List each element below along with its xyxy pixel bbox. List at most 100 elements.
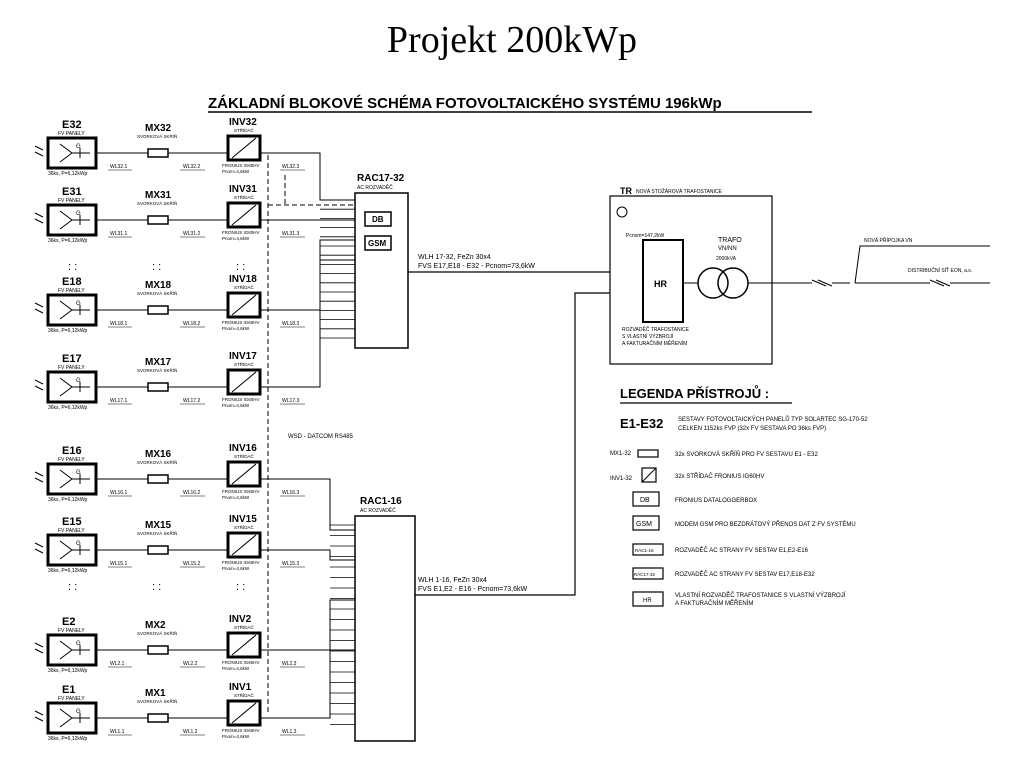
junction-box-icon [147, 474, 169, 484]
station-pcnom: Pcnom=147,2kW [626, 233, 664, 239]
mx-id: MX17 [145, 357, 172, 368]
legend-db-code: DB [640, 497, 650, 504]
trafo-voltage: VN/NN [718, 246, 737, 252]
panel-spec: 36ks, P=6,12kWp [48, 238, 88, 244]
wire-label-3: WL1.3 [282, 729, 297, 735]
tr-label: NOVÁ STOŽÁROVÁ TRAFOSTANICE [636, 187, 723, 195]
junction-box-icon [147, 713, 169, 723]
wire-label-2: WL32.2 [183, 164, 200, 170]
legend-rac2-code: RAC17-32 [634, 572, 656, 577]
mx-label: SVORKOVÁ SKŘÍŇ [137, 289, 177, 296]
wire-label-2: WL31.2 [183, 231, 200, 237]
wire-label-1: WL17.1 [110, 398, 127, 404]
sun-rays-icon [34, 379, 44, 391]
panel-id: E32 [62, 119, 82, 131]
inv-id: INV32 [229, 117, 257, 128]
trafo-label: TRAFO [718, 237, 742, 244]
inverter-icon [226, 368, 262, 396]
rac-lower-label: AC ROZVADĚČ [360, 506, 396, 514]
wire-label-1: WL15.1 [110, 561, 127, 567]
inv-label: STŘÍDAČ [234, 623, 255, 630]
inv-id: INV16 [229, 443, 257, 454]
wire-label-2: WL17.2 [183, 398, 200, 404]
legend-title: LEGENDA PŘÍSTROJŮ : [620, 385, 769, 401]
mx-id: MX31 [145, 190, 172, 201]
mx-id: MX16 [145, 449, 172, 460]
panel-spec: 36ks, P=6,12kWp [48, 328, 88, 334]
mx-label: SVORKOVÁ SKŘÍŇ [137, 199, 177, 206]
mx-label: SVORKOVÁ SKŘÍŇ [137, 132, 177, 139]
panel-spec: 36ks, P=6,12kWp [48, 668, 88, 674]
wire-label-2: WL15.2 [183, 561, 200, 567]
panel-id: E18 [62, 276, 82, 288]
hr-desc2: S VLASTNÍ VÝZBROJÍ [622, 333, 674, 340]
legend-rac1-code: RAC1-16 [635, 548, 654, 553]
rac-lower: RAC1-16 AC ROZVADĚČ [354, 496, 416, 742]
transformer-coil-left-icon [697, 267, 729, 299]
mx-id: MX15 [145, 520, 172, 531]
legend-mx-code: MX1-32 [610, 451, 632, 457]
legend-gsm-code: GSM [636, 521, 652, 528]
diagram-title: ZÁKLADNÍ BLOKOVÉ SCHÉMA FOTOVOLTAICKÉHO … [208, 95, 812, 113]
svg-text:G: G [76, 144, 81, 150]
rac-lower-name: RAC1-16 [360, 496, 402, 507]
panel-spec: 36ks, P=6,12kWp [48, 736, 88, 742]
wire-label-3: WL18.3 [282, 321, 299, 327]
mx-label: SVORKOVÁ SKŘÍŇ [137, 529, 177, 536]
inv-id: INV17 [229, 351, 257, 362]
mx-label: SVORKOVÁ SKŘÍŇ [137, 629, 177, 636]
mx-id: MX18 [145, 280, 172, 291]
wire-label-1: WL2.1 [110, 661, 125, 667]
mx-label: SVORKOVÁ SKŘÍŇ [137, 697, 177, 704]
svg-text:G: G [76, 378, 81, 384]
panel-label: FV PANELY [58, 696, 85, 702]
inv-spec1: FRONIUS IG60HV [222, 728, 260, 733]
feeder-upper-line2: FVS E17,E18 - E32 - Pcnom=73,6kW [418, 263, 535, 270]
inv-id: INV18 [229, 274, 257, 285]
datacom-label: WSD - DATCOM RS485 [288, 434, 354, 440]
junction-box-icon [147, 545, 169, 555]
transformer-station: TR NOVÁ STOŽÁROVÁ TRAFOSTANICE Pcnom=147… [609, 186, 773, 365]
feeder-upper-line1: WLH 17-32, FeZn 30x4 [418, 254, 491, 261]
panel-label: FV PANELY [58, 365, 85, 371]
wire-label-1: WL32.1 [110, 164, 127, 170]
inv-spec2: Pnom=4,6kW [222, 666, 250, 671]
wire-label-1: WL31.1 [110, 231, 127, 237]
panel-id: E17 [62, 353, 82, 365]
panel-label: FV PANELY [58, 198, 85, 204]
junction-box-icon [147, 382, 169, 392]
panel-label: FV PANELY [58, 131, 85, 137]
sun-rays-icon [34, 145, 44, 157]
inv-label: STŘÍDAČ [234, 283, 255, 290]
wire-label-2: WL16.2 [183, 490, 200, 496]
sun-rays-icon [34, 542, 44, 554]
rac-upper: RAC17-32 AC ROZVADĚČ DB GSM [354, 173, 409, 349]
rac-upper-label: AC ROZVADĚČ [357, 183, 393, 191]
panel-id: E31 [62, 186, 82, 198]
legend-inv-text: 32x STŘÍDAČ FRONIUS IG60HV [675, 472, 764, 480]
wire-label-2: WL1.2 [183, 729, 198, 735]
inv-spec2: Pnom=4,6kW [222, 566, 250, 571]
wire-label-2: WL18.2 [183, 321, 200, 327]
diagram-title-text: ZÁKLADNÍ BLOKOVÉ SCHÉMA FOTOVOLTAICKÉHO … [208, 95, 722, 112]
sun-rays-icon [34, 710, 44, 722]
inv-spec2: Pnom=4,6kW [222, 169, 250, 174]
inv-spec2: Pnom=4,6kW [222, 495, 250, 500]
trafo-power: 2000kVA [716, 256, 737, 262]
db-box: DB [372, 215, 384, 224]
mx-id: MX2 [145, 620, 166, 631]
ellipsis-lower: : :: :: : [68, 581, 245, 593]
svg-text:G: G [76, 641, 81, 647]
svg-text:: :: : : [152, 261, 161, 273]
svg-text:G: G [76, 709, 81, 715]
panel-spec: 36ks, P=6,12kWp [48, 405, 88, 411]
mx-id: MX1 [145, 688, 166, 699]
rac-upper-name: RAC17-32 [357, 173, 405, 184]
inv-spec2: Pnom=4,6kW [222, 326, 250, 331]
panel-id: E2 [62, 616, 75, 628]
inverter-icon [226, 699, 262, 727]
inv-spec1: FRONIUS IG60HV [222, 230, 260, 235]
